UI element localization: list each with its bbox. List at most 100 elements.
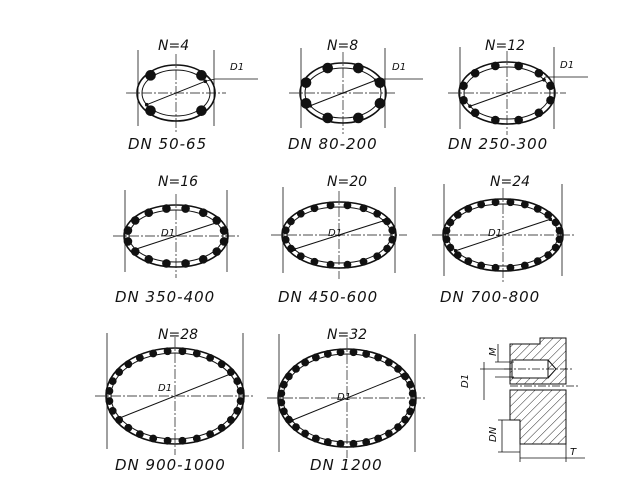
bolt-hole bbox=[551, 218, 560, 227]
bolt-hole bbox=[277, 389, 286, 398]
bolt-hole bbox=[336, 348, 345, 357]
bolt-hole bbox=[310, 204, 319, 213]
d1-label: D1 bbox=[392, 62, 406, 73]
d1-label: D1 bbox=[460, 374, 471, 388]
bolt-hole bbox=[301, 429, 310, 438]
bolt-hole bbox=[277, 398, 286, 407]
bolt-hole bbox=[286, 244, 295, 253]
bolt-hole bbox=[135, 353, 144, 362]
m-label: M bbox=[488, 347, 499, 356]
bolt-hole bbox=[470, 108, 480, 118]
bolt-hole bbox=[359, 204, 368, 213]
leader-line bbox=[543, 76, 546, 80]
diameter-line bbox=[135, 222, 217, 250]
bolt-hole bbox=[284, 372, 293, 381]
bolt-hole bbox=[130, 216, 140, 225]
dn-label: DN 450-600 bbox=[278, 288, 378, 306]
bolt-hole bbox=[459, 95, 468, 105]
bolt-hole bbox=[383, 217, 392, 226]
bolt-hole bbox=[401, 372, 410, 381]
diameter-line bbox=[469, 79, 545, 107]
bolt-hole bbox=[198, 254, 208, 264]
bolt-hole bbox=[459, 81, 468, 91]
bolt-hole bbox=[555, 226, 564, 235]
bolt-hole bbox=[219, 237, 229, 246]
bolt-hole bbox=[296, 209, 305, 218]
d1-label: D1 bbox=[158, 383, 172, 394]
bolt-hole bbox=[279, 407, 288, 416]
bolt-hole bbox=[301, 358, 310, 367]
n-label: N=12 bbox=[485, 38, 525, 54]
bolt-hole bbox=[326, 260, 335, 269]
bolt-hole bbox=[145, 70, 156, 81]
dn-label: DN 900-1000 bbox=[115, 456, 226, 474]
bolt-hole bbox=[163, 347, 172, 356]
bolt-hole bbox=[217, 423, 226, 432]
bolt-hole bbox=[149, 434, 158, 443]
bolt-hole bbox=[226, 416, 235, 424]
bolt-hole bbox=[296, 252, 305, 261]
bolt-hole bbox=[323, 438, 332, 446]
bolt-hole bbox=[442, 226, 451, 235]
bolt-hole bbox=[555, 235, 564, 244]
bolt-circle-drawing bbox=[126, 50, 258, 132]
pattern-n4: N=4 D1 DN 50-65 bbox=[126, 38, 258, 153]
bolt-hole bbox=[551, 243, 560, 252]
bolt-circle-drawing bbox=[289, 48, 423, 134]
bolt-hole bbox=[144, 254, 154, 264]
bolt-hole bbox=[326, 201, 335, 210]
bolt-hole bbox=[491, 115, 500, 125]
bolt-hole bbox=[196, 105, 207, 116]
bolt-hole bbox=[233, 406, 242, 415]
bolt-hole bbox=[520, 200, 529, 209]
bolt-hole bbox=[353, 62, 364, 74]
pattern-n12: N=12 D1 DN 250-300 bbox=[448, 38, 588, 153]
bolt-hole bbox=[408, 398, 417, 407]
bolt-hole bbox=[477, 200, 486, 209]
diameter-line bbox=[146, 80, 206, 106]
bolt-hole bbox=[149, 349, 158, 358]
bolt-hole bbox=[217, 360, 226, 369]
bolt-hole bbox=[163, 436, 172, 445]
bolt-hole bbox=[212, 247, 222, 256]
d1-label: D1 bbox=[328, 228, 342, 239]
t-label: T bbox=[570, 447, 577, 458]
d1-label: D1 bbox=[230, 62, 244, 73]
bolt-hole bbox=[453, 251, 462, 259]
bolt-hole bbox=[470, 68, 480, 78]
bolt-hole bbox=[292, 423, 300, 432]
bolt-hole bbox=[464, 257, 473, 266]
d1-label: D1 bbox=[488, 228, 502, 239]
bolt-hole bbox=[181, 204, 190, 213]
bolt-hole bbox=[162, 259, 171, 268]
bolt-hole bbox=[394, 423, 402, 432]
bolt-hole bbox=[401, 415, 410, 424]
bolt-hole bbox=[362, 350, 371, 358]
bolt-hole bbox=[353, 112, 364, 124]
bolt-hole bbox=[544, 211, 553, 219]
bolt-hole bbox=[506, 263, 515, 272]
bolt-hole bbox=[233, 377, 242, 386]
bolt-hole bbox=[206, 430, 215, 439]
dn-label: DN 350-400 bbox=[115, 288, 215, 306]
diameter-line bbox=[291, 375, 403, 421]
bolt-hole bbox=[108, 406, 117, 415]
leader-line bbox=[205, 78, 216, 82]
flange-section-view: M D1 DN T bbox=[460, 337, 585, 462]
bolt-hole bbox=[384, 429, 393, 438]
bolt-hole bbox=[359, 257, 368, 266]
bolt-hole bbox=[196, 70, 207, 81]
dn-label: DN 80-200 bbox=[288, 135, 378, 153]
bolt-hole bbox=[130, 247, 140, 256]
bolt-hole bbox=[373, 252, 382, 261]
bolt-hole bbox=[374, 77, 386, 88]
bolt-hole bbox=[123, 226, 133, 235]
pattern-n8: N=8 D1 DN 80-200 bbox=[288, 38, 423, 153]
n-label: N=4 bbox=[158, 38, 189, 54]
bolt-hole bbox=[178, 347, 187, 356]
bolt-hole bbox=[144, 208, 154, 218]
bolt-hole bbox=[477, 261, 486, 270]
bolt-hole bbox=[394, 364, 402, 373]
bolt-hole bbox=[336, 439, 345, 448]
bolt-hole bbox=[406, 407, 415, 416]
